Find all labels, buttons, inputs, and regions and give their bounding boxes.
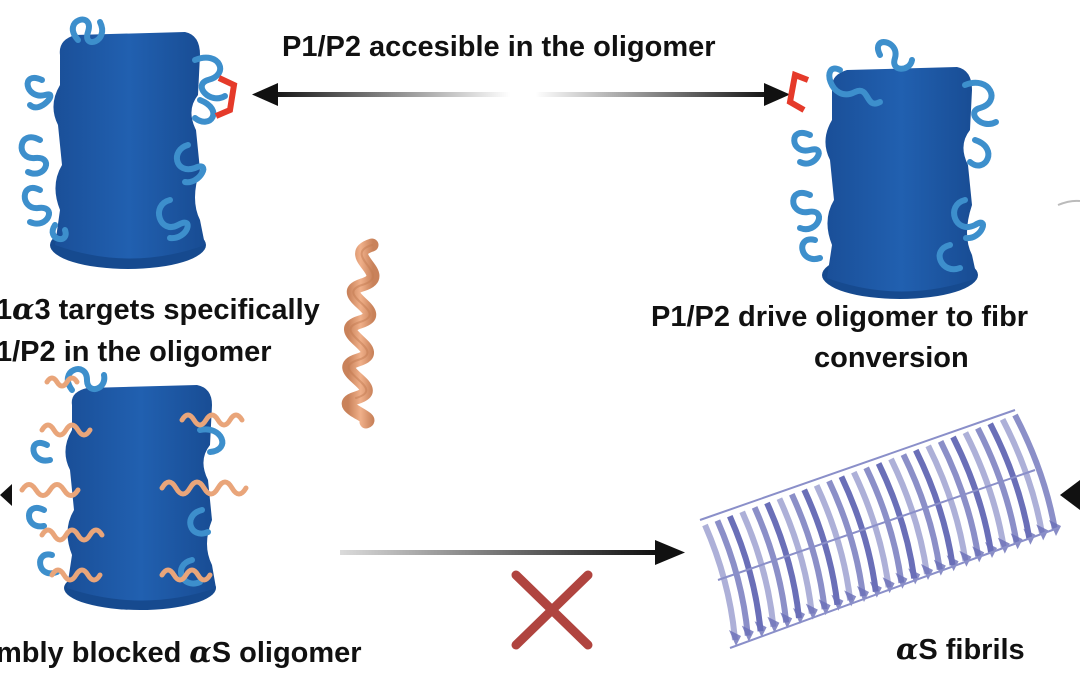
fibril-strand (950, 435, 994, 553)
fibril-strand (838, 475, 879, 592)
fibril-strand (702, 523, 738, 641)
fibril-strand (727, 514, 764, 632)
top-arrow-label: P1/P2 accesible in the oligomer (282, 31, 716, 63)
top-double-arrow (252, 83, 790, 106)
left-label-suffix: 3 targets specifically (34, 294, 320, 326)
fibril-backbone (729, 527, 1059, 649)
helix-peptide-icon (341, 238, 380, 429)
left-label-line1: 1α3 targets specifically (0, 292, 320, 327)
fibril-strand (1012, 413, 1058, 531)
bottom-left-prefix: mbly blocked (0, 637, 190, 669)
fibril-strand-tip (985, 542, 997, 558)
fibril-strand-tip (1010, 533, 1023, 550)
fibril-strand (975, 426, 1020, 544)
fibril-strand-tip (754, 621, 767, 638)
bottom-left-suffix: S oligomer (211, 637, 362, 669)
fibril-backbone (717, 469, 1036, 581)
left-arrow-fragment (0, 484, 12, 506)
fibril-strand-tip (741, 625, 754, 642)
cross-mark-icon (511, 570, 593, 650)
fibril-strand (776, 497, 815, 614)
fibril-strand-tip (972, 546, 985, 563)
fibrils-label: αS fibrils (896, 632, 1025, 667)
oligomer-icon (786, 39, 999, 299)
fibril-strand (801, 488, 841, 606)
blocked-oligomer-icon (19, 366, 249, 610)
fibril-strand (764, 501, 802, 619)
fibril-strand (739, 510, 777, 628)
fibril-strand-tip (997, 537, 1010, 554)
fibril-strand (789, 492, 828, 610)
alpha-symbol: α (189, 635, 212, 669)
right-edge-curve (1057, 199, 1080, 206)
fibril-strand (751, 506, 790, 623)
fibril-backbone (699, 409, 1016, 521)
fibril-strand-tip (933, 559, 946, 576)
fibril-strand-tip (818, 599, 831, 616)
fibril-strand (937, 440, 982, 557)
fibril-strand-tip (1036, 524, 1049, 541)
fibril-strand-tip (1023, 528, 1036, 545)
fibril-strand (863, 466, 905, 584)
fibril-strand (826, 479, 866, 597)
fibril-strand (888, 457, 930, 575)
alpha-symbol: α (896, 632, 919, 666)
fibril-strand-tip (959, 550, 972, 567)
fibril-strand (875, 462, 918, 579)
fibril-strand-tip (793, 608, 805, 624)
right-arrow-fragment (1060, 480, 1080, 510)
fibril-strand (851, 470, 892, 588)
fibril-strand (987, 422, 1033, 540)
fibril-strand-tip (1049, 520, 1061, 536)
fibril-strand-tip (767, 616, 780, 633)
oligomer-icon (18, 16, 238, 269)
left-label-line2: 1/P2 in the oligomer (0, 336, 272, 368)
bottom-arrow (340, 540, 685, 565)
fibril-strand (913, 448, 956, 566)
fibril-strand-tip (921, 564, 933, 580)
fibril-strand-tip (946, 555, 959, 572)
bottom-left-label: mbly blocked αS oligomer (0, 635, 362, 670)
right-label-line1: P1/P2 drive oligomer to fibr (651, 301, 1029, 333)
right-label-line2: conversion (814, 342, 969, 374)
fibril-strand-tip (729, 630, 741, 646)
fibril-strand-tip (780, 612, 793, 629)
alpha-symbol: α (12, 292, 35, 326)
fibril-strand (962, 431, 1007, 549)
fibril-strand-tip (805, 603, 818, 620)
fibril-icon (699, 409, 1061, 649)
fibrils-suffix: S fibrils (918, 634, 1025, 666)
fibril-strand (925, 444, 969, 562)
fibril-strand (900, 453, 943, 571)
fibril-strand (813, 484, 854, 601)
left-label-prefix: 1 (0, 294, 13, 326)
fibril-strand (714, 519, 751, 636)
fibril-strand (999, 418, 1046, 535)
